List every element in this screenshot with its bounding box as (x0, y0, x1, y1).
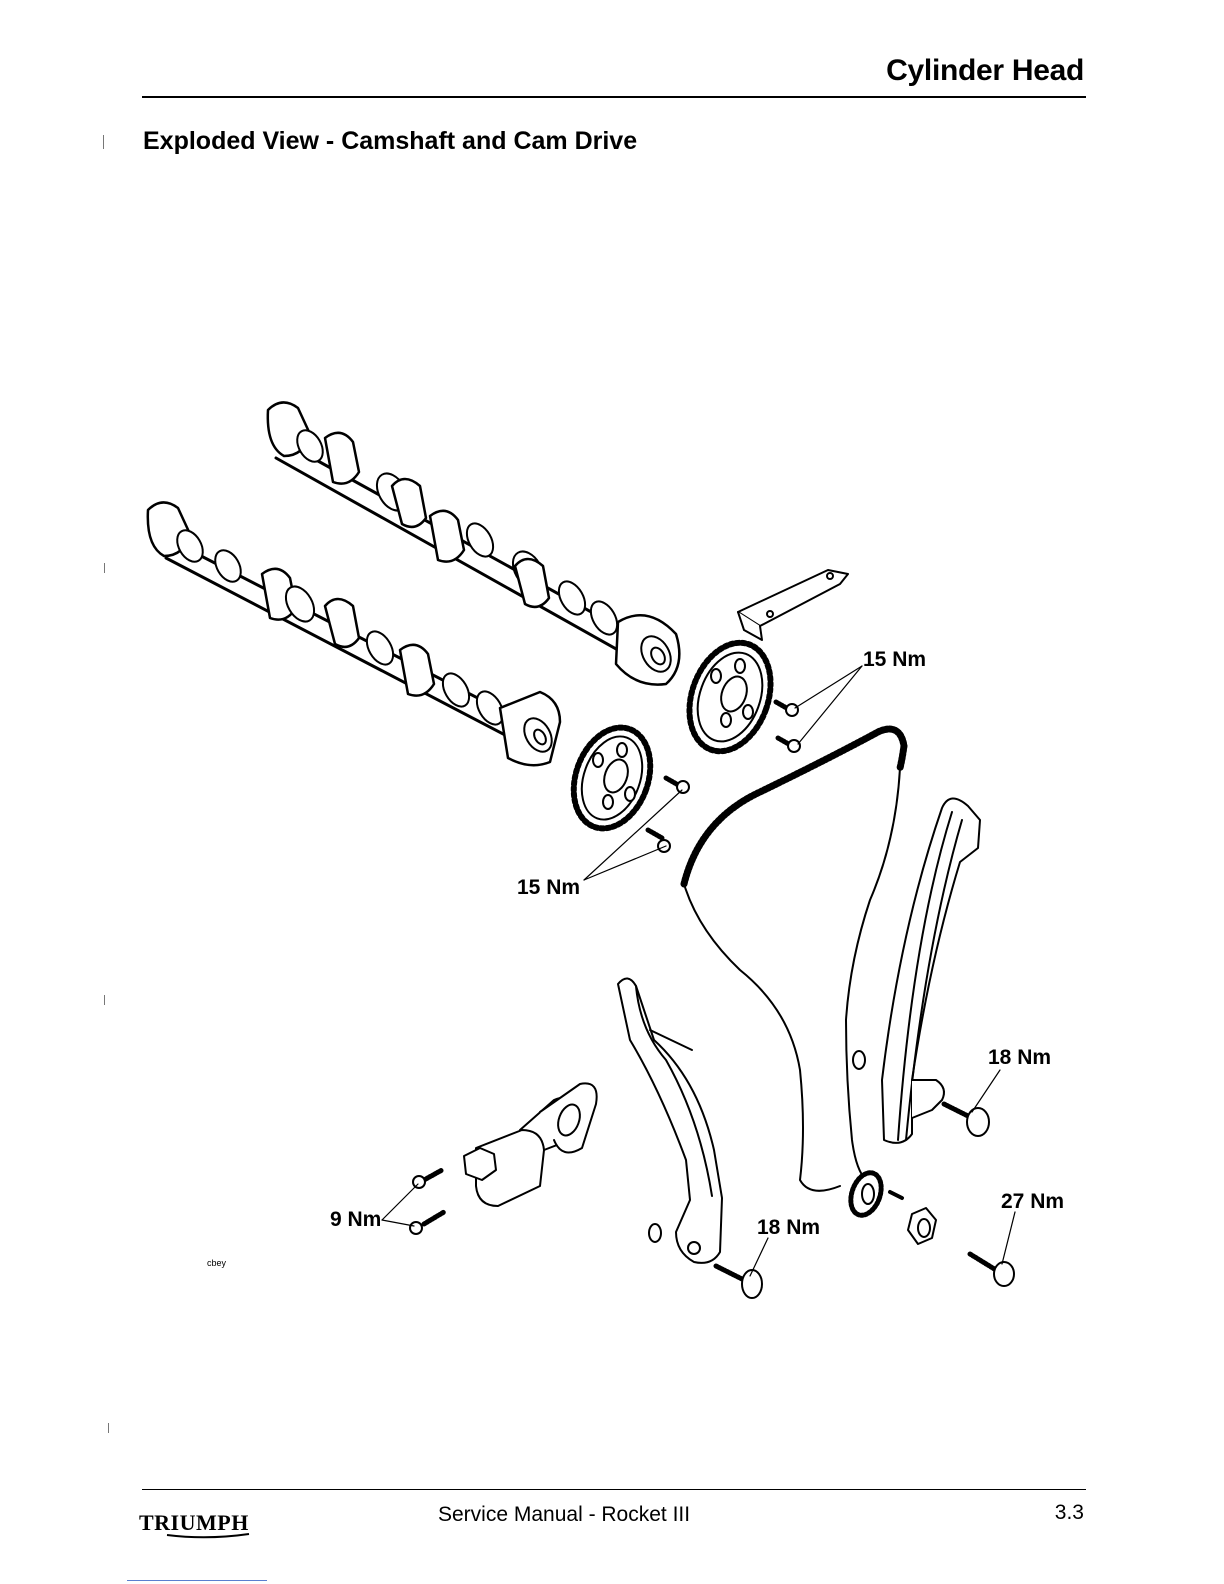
torque-label-lower-sprocket: 15 Nm (517, 876, 580, 900)
torque-label-upper-sprocket: 15 Nm (863, 648, 926, 672)
cam-chain (684, 729, 904, 1191)
upper-sprocket-bolts (776, 702, 800, 752)
lower-camshaft (148, 502, 560, 765)
torque-label-tensioner-blade: 18 Nm (757, 1216, 820, 1240)
tensioner-bolts (410, 1170, 444, 1234)
fixed-chain-guide (853, 798, 980, 1142)
triumph-logo: TRIUMPH (137, 1506, 267, 1540)
crank-sprocket (845, 1169, 936, 1244)
torque-label-tensioner-bolts: 9 Nm (330, 1208, 381, 1232)
upper-cam-sprocket (675, 631, 785, 762)
triumph-logo-text: TRIUMPH (139, 1510, 249, 1535)
footer-rule (142, 1489, 1086, 1490)
torque-label-fixed-guide: 18 Nm (988, 1046, 1051, 1070)
tensioner-blade (618, 978, 722, 1262)
bottom-link-underline (127, 1580, 267, 1581)
footer-manual-title: Service Manual - Rocket III (438, 1503, 690, 1527)
page-number: 3.3 (1055, 1501, 1084, 1525)
cam-chain-tensioner (464, 1083, 597, 1206)
torque-label-crank-bolt: 27 Nm (1001, 1190, 1064, 1214)
illustration-reference-code: cbey (207, 1258, 226, 1268)
cam-bracket (738, 570, 848, 640)
